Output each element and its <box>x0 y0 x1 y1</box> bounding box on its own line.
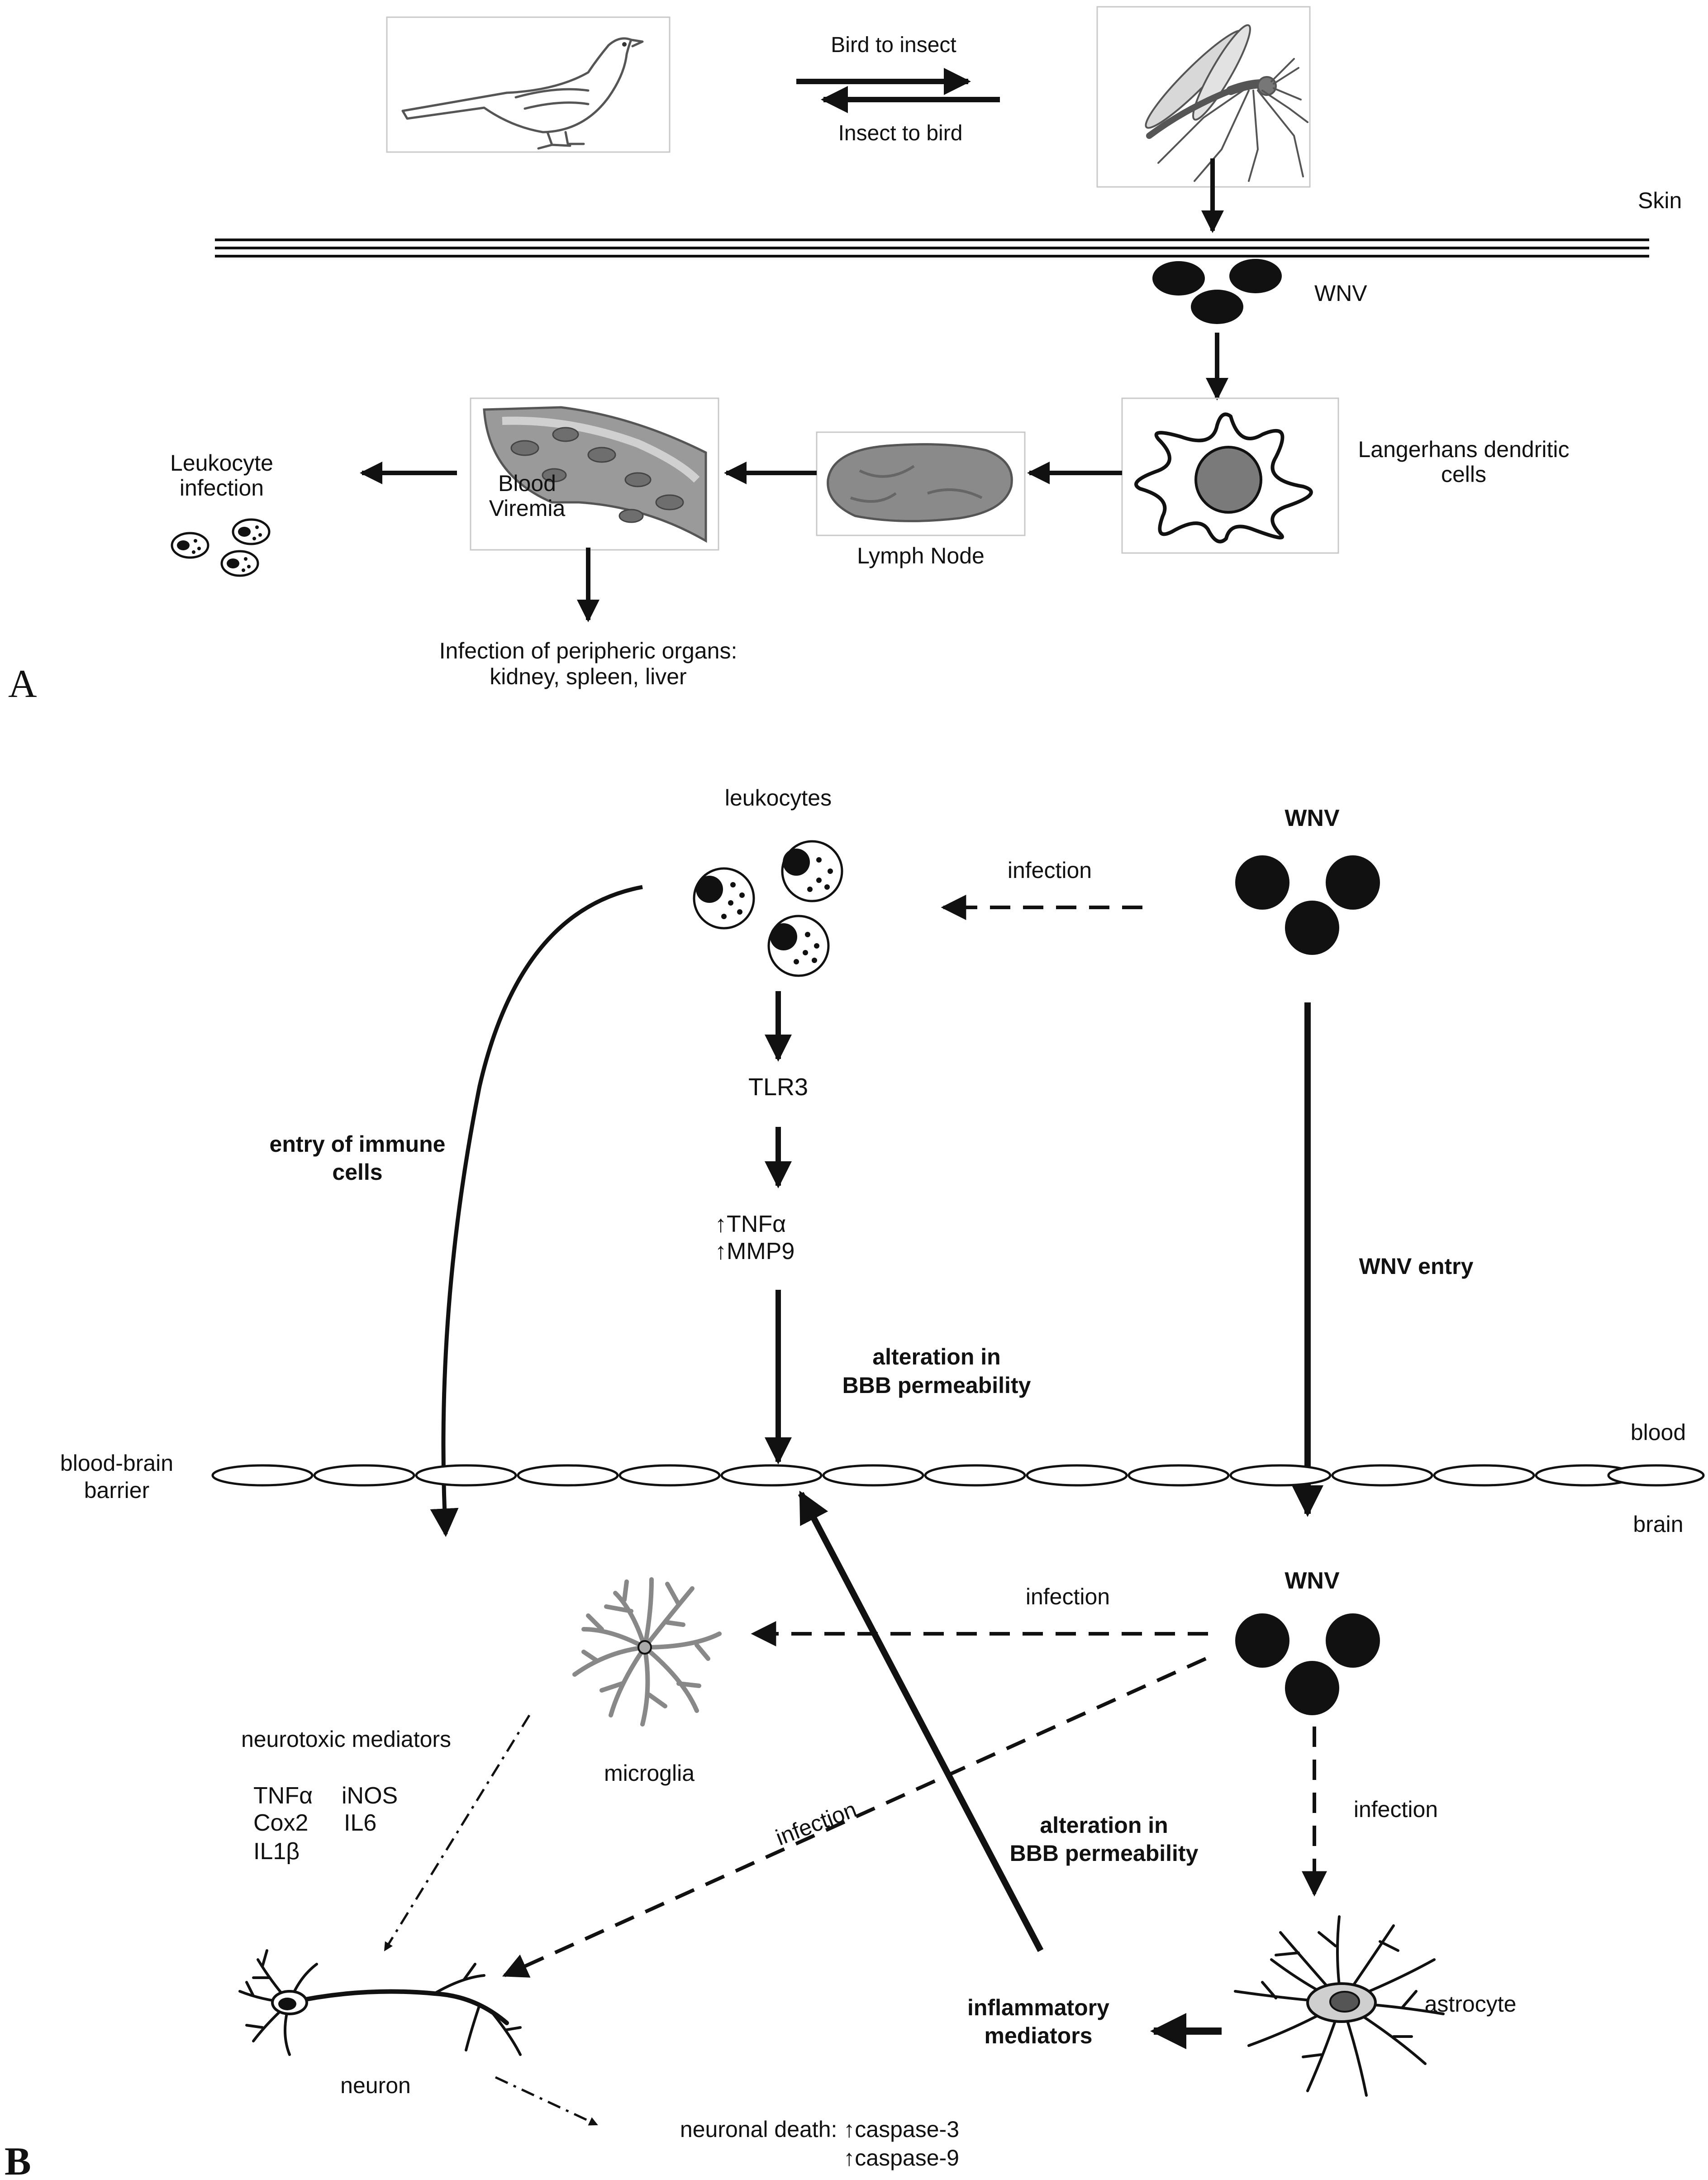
entry-line1: entry of immune <box>270 1131 446 1157</box>
blood-vessel: Blood Viremia <box>470 397 719 551</box>
mediator-il6: IL6 <box>344 1810 376 1836</box>
infection-microglia-label: infection <box>1026 1584 1110 1609</box>
langerhans-label-line1: Langerhans dendritic <box>1358 437 1570 462</box>
entry-line2: cells <box>332 1159 382 1185</box>
microglia-cell: microglia <box>572 1577 722 1786</box>
skin-label: Skin <box>1638 188 1682 213</box>
lymph-node-label: Lymph Node <box>857 543 985 568</box>
astrocyte-cell: astrocyte <box>1234 1915 1517 2097</box>
bird-to-insect-label: Bird to insect <box>831 33 956 57</box>
viremia-label: Viremia <box>489 496 566 521</box>
leukocytes-b: leukocytes <box>693 785 843 977</box>
bbb-line2: barrier <box>84 1478 149 1503</box>
blood-brain-barrier <box>211 1464 1705 1487</box>
inflammatory-line2: mediators <box>985 2023 1093 2048</box>
insect-to-bird-label: Insect to bird <box>838 121 963 145</box>
inflammatory-line1: inflammatory <box>967 1995 1109 2020</box>
mosquito-illustration <box>1096 6 1311 188</box>
periphery-line2: kidney, spleen, liver <box>490 664 686 689</box>
panel-a: Bird to insect Insect to bird <box>8 6 1682 706</box>
neurotoxic-arrow <box>383 1714 531 1951</box>
mmp9-label: ↑MMP9 <box>715 1238 795 1264</box>
tnf-label: ↑TNFα <box>715 1211 786 1237</box>
infection-neuron-label: infection <box>772 1797 860 1851</box>
blood-label-b: blood <box>1631 1420 1686 1445</box>
neuronal-death-arrow <box>495 2076 598 2126</box>
leukocytes-label: leukocytes <box>725 785 832 811</box>
skin-barrier: Skin <box>215 188 1682 258</box>
mediator-il1b: IL1β <box>253 1838 300 1865</box>
panel-b-letter: B <box>5 2140 31 2180</box>
astrocyte-label: astrocyte <box>1425 1991 1517 2017</box>
wnv-particles-top: WNV <box>1235 805 1380 955</box>
bbb-line1: blood-brain <box>60 1450 173 1476</box>
leukocyte-label-line1: Leukocyte <box>170 450 273 476</box>
mediator-cox2: Cox2 <box>253 1810 308 1836</box>
infection-top-label: infection <box>1008 858 1092 883</box>
panel-b: leukocytes WNV infection <box>5 785 1705 2180</box>
wnv-entry-label: WNV entry <box>1359 1254 1474 1279</box>
neuron-cell: neuron <box>238 1949 522 2098</box>
infection-astrocyte-label: infection <box>1354 1797 1438 1822</box>
wnv-particles-bottom: WNV <box>1235 1568 1380 1715</box>
lymph-node: Lymph Node <box>816 431 1026 568</box>
dendritic-cell: Langerhans dendritic cells <box>1121 397 1570 554</box>
neurotoxic-label: neurotoxic mediators <box>241 1727 451 1752</box>
infection-neuron-arrow <box>502 1657 1207 1978</box>
neuronal-death-line2: ↑caspase-9 <box>843 2145 959 2170</box>
langerhans-label-line2: cells <box>1441 462 1486 487</box>
alteration-bottom-line1: alteration in <box>1040 1813 1168 1838</box>
microglia-label: microglia <box>604 1760 695 1786</box>
mediator-tnf: TNFα <box>253 1783 313 1809</box>
brain-label-b: brain <box>1633 1512 1683 1537</box>
immune-entry-arrow <box>430 885 643 1537</box>
periphery-line1: Infection of peripheric organs: <box>439 638 737 663</box>
leukocyte-label-line2: infection <box>180 475 264 501</box>
wnv-top-label: WNV <box>1285 805 1340 831</box>
wnv-label-a: WNV <box>1314 281 1367 306</box>
inflammatory-to-bbb-arrow <box>798 1490 1044 1952</box>
wnv-bottom-label: WNV <box>1285 1568 1340 1594</box>
blood-label: Blood <box>498 471 556 496</box>
wnv-particles-a: WNV <box>1152 259 1367 324</box>
neuronal-death-line1: neuronal death: ↑caspase-3 <box>680 2117 959 2142</box>
alteration-top-line1: alteration in <box>872 1344 1000 1369</box>
tlr3-label: TLR3 <box>748 1073 808 1101</box>
neuron-label: neuron <box>340 2073 411 2098</box>
bird-insect-exchange: Bird to insect Insect to bird <box>796 33 1000 145</box>
mediator-inos: iNOS <box>342 1783 398 1809</box>
alteration-bottom-line2: BBB permeability <box>1010 1841 1199 1866</box>
panel-a-letter: A <box>8 662 37 706</box>
alteration-top-line2: BBB permeability <box>842 1373 1031 1398</box>
bird-illustration <box>386 16 671 153</box>
leukocyte-infection-a: Leukocyte infection <box>170 450 273 577</box>
